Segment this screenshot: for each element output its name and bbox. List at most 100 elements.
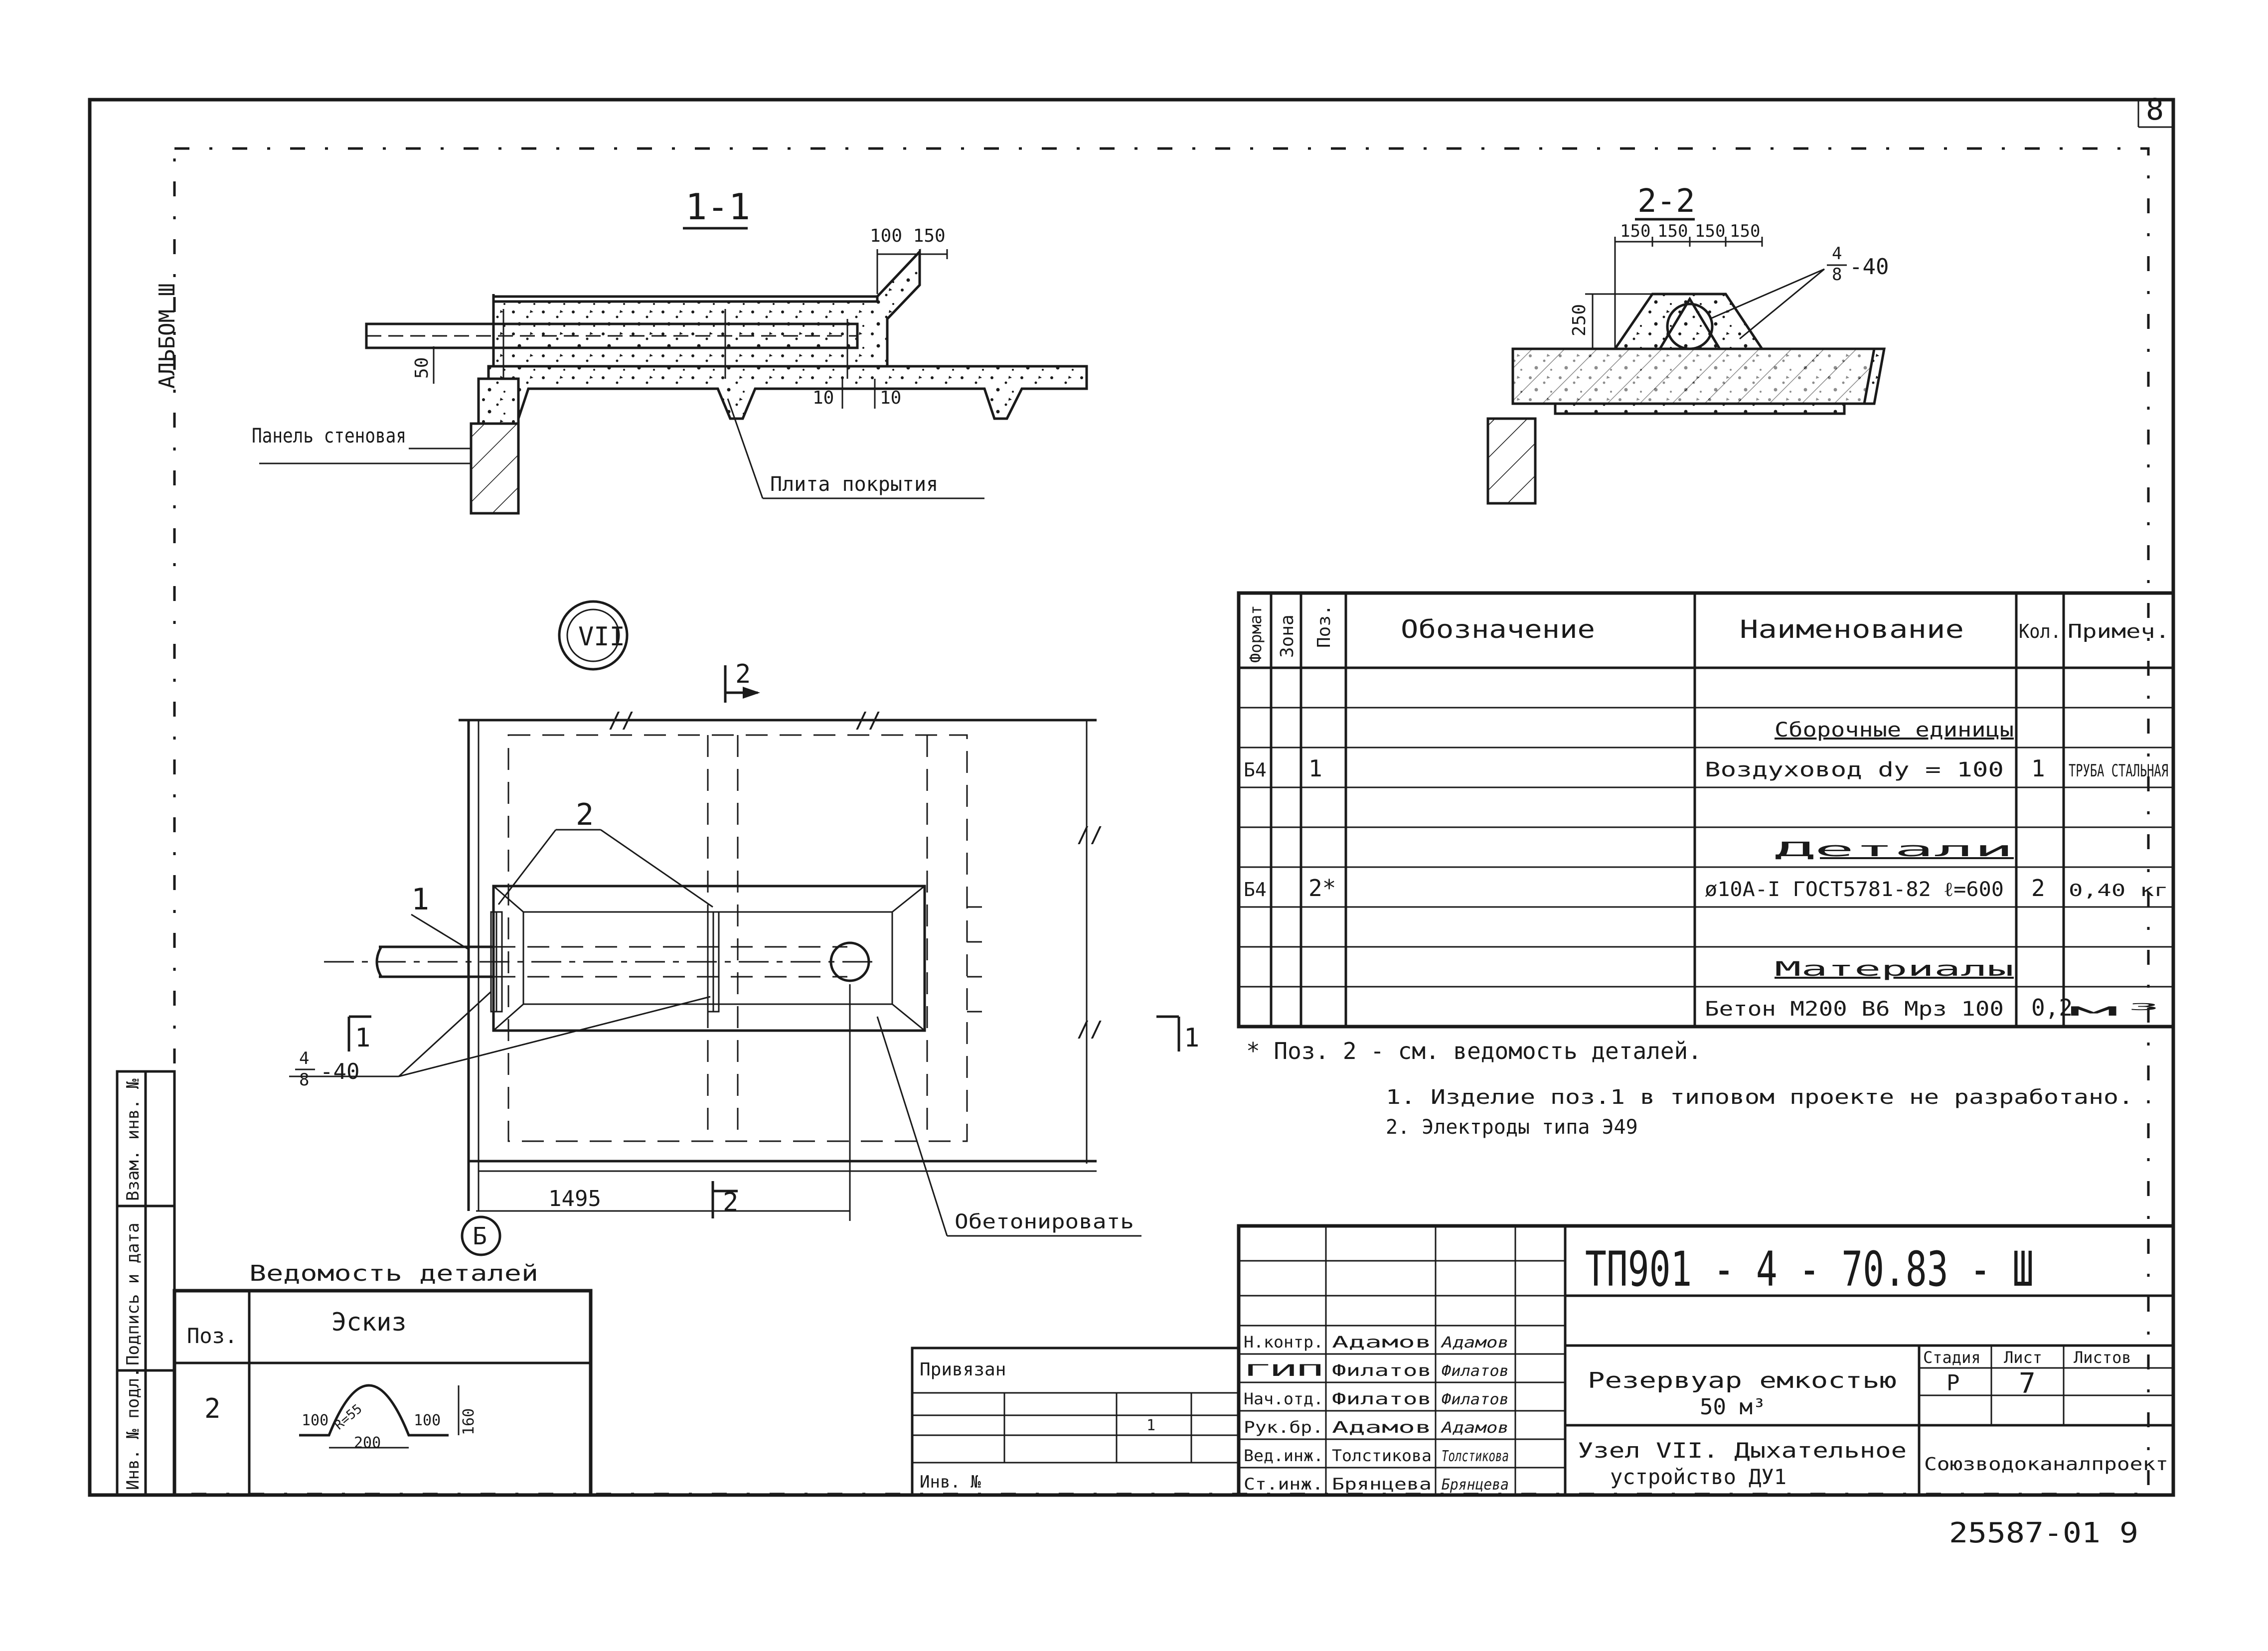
section-2-dim-2: 150 xyxy=(1657,221,1688,241)
stage-label: Стадия xyxy=(1923,1348,1981,1367)
detail-dim-3: 100 xyxy=(414,1412,441,1429)
person-name: Филатов xyxy=(1332,1361,1432,1380)
binding-inv-label: Инв. № xyxy=(920,1472,981,1492)
spec-table: Формат Зона Поз. Обозначение Наименовани… xyxy=(1237,591,2175,1029)
section-1-dim-b: 10 xyxy=(880,388,901,408)
label-coating-slab: Плита покрытия xyxy=(770,473,938,496)
header-format: Формат xyxy=(1246,605,1265,663)
person-role: Нач.отд. xyxy=(1244,1389,1323,1408)
spec-cell-qty: 0,2 xyxy=(2031,994,2073,1021)
spec-cell-pos: 2* xyxy=(1308,875,1336,901)
detail-dim-1: 100 xyxy=(302,1412,328,1429)
plan-weld-top: 4 xyxy=(299,1049,309,1068)
header-qty: Кол. xyxy=(2019,620,2061,642)
detail-sketch xyxy=(299,1384,449,1437)
section-2-dim-4: 150 xyxy=(1730,221,1760,241)
person-name: Брянцева xyxy=(1332,1475,1432,1494)
dim-1495: 1495 xyxy=(548,1186,601,1211)
spec-cell-name: Сборочные единицы xyxy=(1775,719,2014,742)
plan-weld-bottom: 8 xyxy=(299,1070,309,1090)
person-signature: Толстикова xyxy=(1442,1448,1509,1465)
spec-cell-format: Б4 xyxy=(1244,759,1267,781)
person-role: Н.контр. xyxy=(1244,1333,1323,1351)
section-2-title: 2-2 xyxy=(1637,183,1695,220)
album-label: АЛЬБОМ Ш xyxy=(155,283,180,389)
plan-view: VII 2 xyxy=(289,600,1199,1256)
section-1-title: 1-1 xyxy=(685,186,750,228)
side-stamp: Инв. № подл. Подпись и дата Взам. инв. № xyxy=(116,1070,176,1497)
sheets-label: Листов xyxy=(2074,1348,2131,1367)
coating-slab xyxy=(487,365,1088,420)
object-line-1: Резервуар емкостью xyxy=(1588,1368,1897,1393)
binding-block: Привязан 1 Инв. № xyxy=(911,1347,1240,1497)
detail-dim-5: R=55 xyxy=(331,1401,365,1433)
section-1-1: 1-1 100 150 50 10 10 Панель стеновая xyxy=(252,186,1088,515)
wall-panel xyxy=(470,422,520,515)
break-mark: // xyxy=(608,708,635,733)
footnote: * Поз. 2 - см. ведомость деталей. xyxy=(1246,1038,1702,1064)
spec-cell-name: Материалы xyxy=(1775,958,2014,981)
break-mark: // xyxy=(1077,1017,1103,1042)
person-signature: Брянцева xyxy=(1442,1476,1509,1494)
binding-sheet-mark: 1 xyxy=(1146,1417,1155,1434)
person-role: Рук.бр. xyxy=(1244,1418,1323,1437)
sheet-value: 7 xyxy=(2019,1367,2036,1400)
details-pos: 2 xyxy=(204,1393,221,1424)
notes: * Поз. 2 - см. ведомость деталей. 1. Изд… xyxy=(1246,1038,2133,1139)
spec-cell-format: Б4 xyxy=(1244,879,1267,901)
person-signature: Адамов xyxy=(1441,1419,1509,1437)
section-2-cover xyxy=(1613,293,1765,350)
spec-cell-name: ø10А-I ГОСТ5781-82 ℓ=600 xyxy=(1705,878,2004,901)
node-line-2: устройство ДУ1 xyxy=(1610,1465,1786,1489)
stamp-sign-label: Подпись и дата xyxy=(123,1222,143,1365)
stage-value: Р xyxy=(1946,1370,1960,1396)
axis-b-label: Б xyxy=(473,1222,487,1250)
header-note: Примеч. xyxy=(2068,620,2170,642)
break-mark: // xyxy=(1077,822,1103,848)
person-role: Ст.инж. xyxy=(1244,1475,1323,1494)
label-wall-panel: Панель стеновая xyxy=(252,425,406,448)
note-2: 2. Электроды типа Э49 xyxy=(1386,1116,1638,1139)
spec-cell-qty: 1 xyxy=(2031,755,2045,782)
person-signature: Адамов xyxy=(1441,1334,1509,1351)
spec-cell-name: Воздуховод dy = 100 xyxy=(1705,758,2004,781)
sheet-label: Лист xyxy=(2004,1348,2042,1367)
plan-weld-len: -40 xyxy=(320,1059,359,1084)
binding-label: Привязан xyxy=(920,1359,1006,1380)
cut-right-label: 1 xyxy=(1184,1023,1199,1053)
header-zone: Зона xyxy=(1277,614,1297,658)
spec-cell-name: Бетон М200 В6 Мрз 100 xyxy=(1705,998,2004,1021)
cut-bottom-label: 2 xyxy=(723,1188,738,1217)
spec-cell-note: м³ xyxy=(2069,1000,2168,1020)
details-header-pos: Поз. xyxy=(187,1324,237,1348)
section-2-weld-top: 4 xyxy=(1832,244,1842,264)
person-name: Адамов xyxy=(1332,1418,1432,1437)
object-line-2: 50 м³ xyxy=(1700,1394,1766,1420)
person-signature: Филатов xyxy=(1442,1362,1509,1380)
concrete-cover xyxy=(492,248,921,373)
person-role: Вед.инж. xyxy=(1244,1446,1323,1465)
section-2-dim-height: 250 xyxy=(1569,304,1590,336)
details-list-title: Ведомость деталей xyxy=(249,1261,538,1286)
encasement-outer xyxy=(492,885,926,1032)
section-2-2: 2-2 150 150 150 150 250 4 8 -40 xyxy=(1486,183,1889,505)
header-designation: Обозначение xyxy=(1401,615,1595,644)
header-pos: Поз. xyxy=(1314,604,1334,648)
sheet-number: 8 xyxy=(2146,92,2164,127)
break-mark: // xyxy=(855,708,881,733)
section-2-pipe xyxy=(1666,302,1714,350)
section-2-weld-bottom: 8 xyxy=(1832,265,1842,285)
details-header-sketch: Эскиз xyxy=(331,1308,407,1337)
stamp-inv-label: Инв. № подл. xyxy=(123,1367,143,1490)
spec-cell-pos: 1 xyxy=(1308,755,1322,782)
pos-2-label: 2 xyxy=(576,797,594,832)
section-1-dim-a: 10 xyxy=(812,388,834,408)
person-role: ГИП xyxy=(1244,1361,1323,1380)
section-1-dim-top: 100 150 xyxy=(870,226,946,246)
label-encase: Обетонировать xyxy=(955,1210,1134,1233)
section-2-weld-len: -40 xyxy=(1849,254,1889,280)
detail-dim-4: 160 xyxy=(460,1408,478,1435)
section-1-dim-left: 50 xyxy=(412,357,432,379)
